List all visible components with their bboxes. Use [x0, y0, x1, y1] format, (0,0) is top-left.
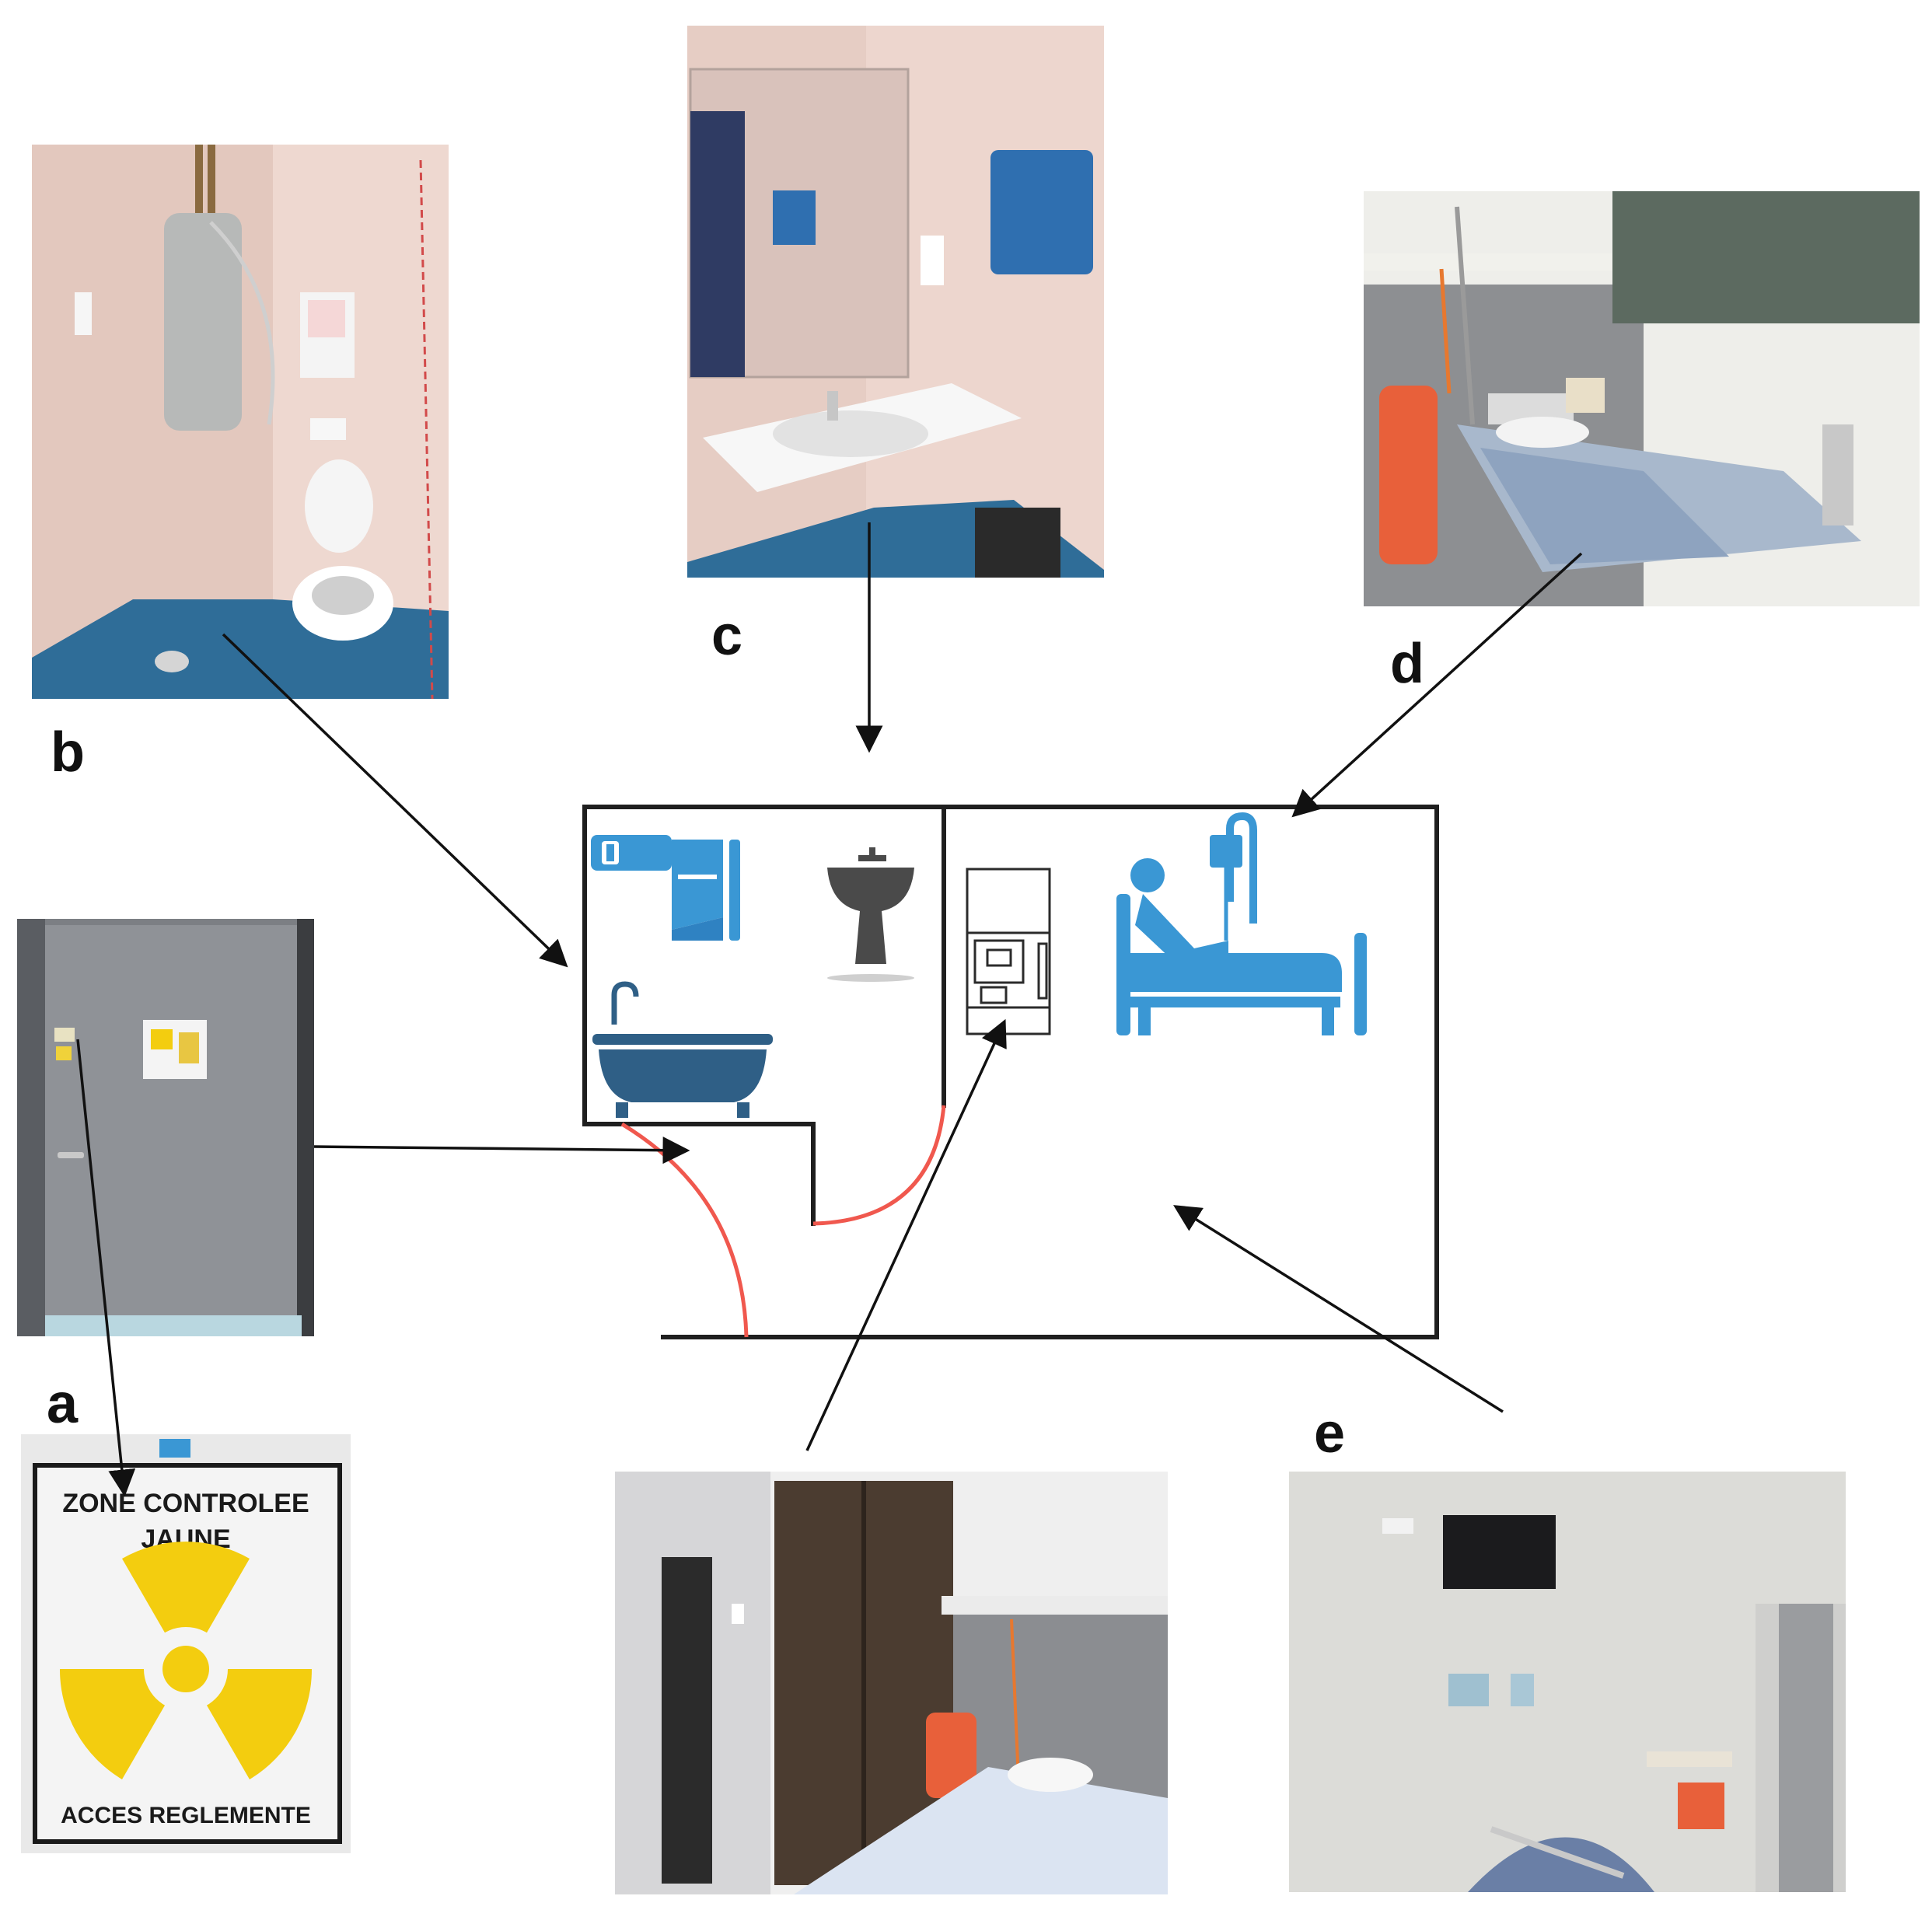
panel-label-c: c: [711, 605, 743, 667]
door-swings: [620, 1105, 946, 1338]
sink-icon: [827, 847, 914, 982]
radiation-trefoil-icon: [59, 1542, 313, 1779]
panel-label-a: a: [47, 1373, 79, 1435]
toilet-icon: [672, 840, 740, 941]
water-heater-icon: [591, 835, 672, 871]
photo-radiation-sign: ZONE CONTROLEE JAUNE ACCES REGLEMENTE: [21, 1434, 351, 1853]
sign-line-zone: ZONE CONTROLEE: [62, 1489, 309, 1518]
arrow-photo-to-device: [805, 1018, 1007, 1451]
photo-door: [17, 919, 314, 1336]
panel-label-d: d: [1390, 633, 1424, 695]
patient-bed-icon: [1116, 812, 1367, 1035]
floor-plan-walls: [582, 805, 1439, 1339]
bathtub-icon: [592, 981, 773, 1118]
photo-room-door: [615, 1472, 1168, 1894]
medical-device-icon: [966, 868, 1051, 1035]
sign-line-access: ACCES REGLEMENTE: [61, 1803, 311, 1828]
panel-label-e: e: [1314, 1402, 1346, 1465]
arrow-door-to-entrance: [313, 1137, 690, 1165]
photo-sink: [687, 26, 1104, 578]
panel-label-b: b: [51, 721, 85, 784]
photo-toilet-shower: [32, 145, 449, 699]
arrow-e-to-room: [1173, 1205, 1504, 1413]
photo-bed: [1364, 191, 1920, 606]
photo-room-tv: [1289, 1472, 1846, 1892]
